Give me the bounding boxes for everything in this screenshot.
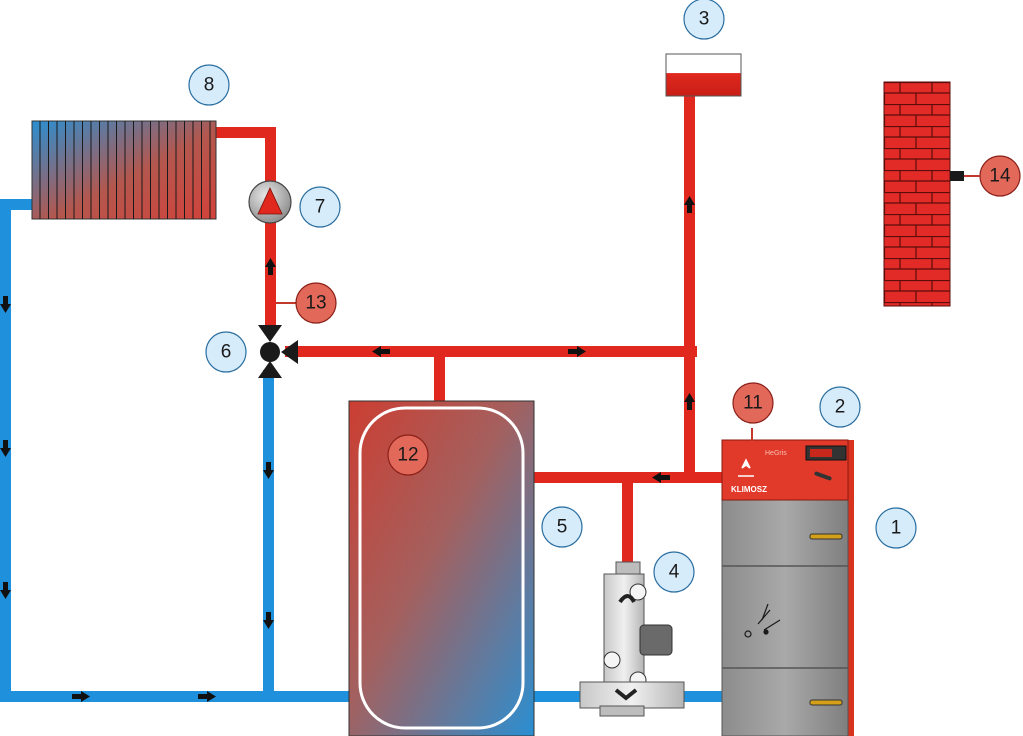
- three-way-valve-icon: [258, 325, 298, 378]
- flow-arrow-icon: [372, 346, 390, 357]
- flow-arrow-icon: [684, 196, 695, 213]
- radiator-icon: [31, 120, 217, 220]
- svg-text:5: 5: [557, 517, 568, 538]
- brick-wall-icon: [883, 81, 964, 307]
- boiler-icon: KLIMOSZ HeGris: [721, 428, 854, 736]
- pump-icon: [248, 180, 292, 224]
- badge-2: 2: [819, 386, 861, 428]
- flow-arrow-icon: [568, 346, 586, 357]
- flow-arrow-icon: [652, 472, 670, 483]
- svg-text:1: 1: [891, 518, 902, 539]
- hot-pipe-unit-riser: [622, 472, 633, 568]
- cold-pipe-bottom: [0, 691, 352, 702]
- badge-3: 3: [683, 0, 725, 40]
- svg-text:6: 6: [221, 342, 232, 363]
- hot-pipe-horizontal-main: [285, 346, 697, 357]
- cold-pipe-tank-to-unit: [533, 691, 583, 702]
- hot-pipe-riser-to-radiator: [265, 127, 276, 333]
- cold-pipe-unit-to-boiler: [684, 691, 726, 702]
- flow-arrows: [0, 196, 695, 702]
- svg-text:7: 7: [315, 197, 326, 218]
- flow-arrow-icon: [198, 691, 216, 702]
- svg-text:12: 12: [397, 445, 418, 466]
- badge-7: 7: [299, 186, 341, 228]
- flow-arrow-icon: [263, 612, 274, 629]
- badge-1: 1: [875, 507, 917, 549]
- cold-pipe-radiator-return: [0, 199, 36, 210]
- flow-arrow-icon: [684, 393, 695, 410]
- badge-5: 5: [541, 506, 583, 548]
- hot-pipe-tank-top: [434, 346, 445, 404]
- flow-arrow-icon: [265, 258, 276, 275]
- cold-pipe-valve-down: [263, 370, 274, 700]
- flow-arrow-icon: [72, 691, 90, 702]
- svg-text:3: 3: [699, 9, 710, 30]
- hot-pipes: [214, 94, 725, 568]
- badge-6: 6: [205, 331, 247, 373]
- hot-pipe-expansion-riser: [684, 94, 695, 483]
- mixing-unit-icon: [579, 561, 685, 717]
- badge-4: 4: [653, 551, 695, 593]
- svg-text:8: 8: [204, 75, 215, 96]
- badge-8: 8: [188, 64, 230, 106]
- badge-14: 14: [979, 155, 1021, 197]
- svg-text:11: 11: [743, 393, 763, 414]
- boiler-brand-label: KLIMOSZ: [731, 485, 767, 494]
- svg-text:2: 2: [835, 397, 846, 418]
- flame-icon: [744, 603, 781, 638]
- flow-arrow-icon: [263, 462, 274, 479]
- badge-12: 12: [387, 434, 429, 476]
- storage-tank-icon: [348, 400, 535, 736]
- svg-text:14: 14: [989, 166, 1011, 187]
- flow-arrow-icon: [0, 440, 11, 457]
- boiler-model-label: HeGris: [765, 450, 787, 457]
- badge-13: 13: [295, 282, 337, 324]
- flow-arrow-icon: [0, 582, 11, 599]
- svg-text:13: 13: [305, 293, 326, 314]
- flow-arrow-icon: [0, 296, 11, 313]
- hot-pipe-radiator-top: [214, 127, 276, 138]
- badge-11: 11: [732, 382, 774, 424]
- svg-text:4: 4: [669, 562, 680, 583]
- expansion-tank-icon: [665, 53, 742, 97]
